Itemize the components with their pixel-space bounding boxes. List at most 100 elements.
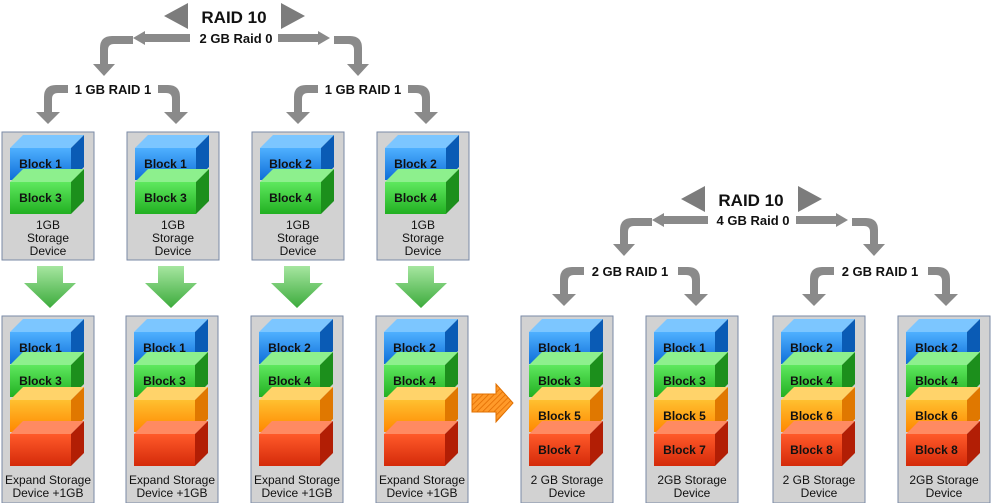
block-top (135, 135, 209, 148)
block-side (195, 352, 208, 397)
block-side (842, 421, 855, 466)
block-top (260, 135, 334, 148)
block-label: Block 3 (663, 374, 706, 388)
block-side (71, 421, 84, 466)
block-green: Block 4 (385, 169, 459, 214)
device-caption: Storage (277, 231, 319, 245)
block-red: Block 8 (906, 421, 980, 466)
device-caption: 1GB (36, 218, 60, 232)
block-side (445, 387, 458, 432)
block-side (842, 387, 855, 432)
block-top (134, 352, 208, 365)
block-top (259, 352, 333, 365)
block-label: Block 4 (393, 374, 436, 388)
block-top (10, 421, 84, 434)
triangle-left-icon (681, 186, 705, 212)
device-caption: Expand Storage (129, 473, 215, 487)
device-caption: Device (801, 486, 838, 500)
block-front (135, 182, 196, 214)
block-top (529, 352, 603, 365)
block-side (320, 352, 333, 397)
device-caption: 1GB (411, 218, 435, 232)
mirror-arrow-left-1 (36, 85, 68, 124)
block-side (71, 387, 84, 432)
block-red (259, 421, 333, 466)
block-red (134, 421, 208, 466)
block-green: Block 4 (260, 169, 334, 214)
block-top (654, 421, 728, 434)
left-tree: RAID 10 2 GB Raid 0 1 GB RAID 1 1 GB RAI… (36, 3, 438, 124)
block-top (259, 319, 333, 332)
block-top (384, 319, 458, 332)
device-caption: Storage (402, 231, 444, 245)
block-top (781, 319, 855, 332)
block-label: Block 1 (538, 341, 581, 355)
block-side (446, 169, 459, 214)
block-top (385, 169, 459, 182)
device-caption: Device +1GB (12, 486, 83, 500)
mirror-arrow-right-2 (408, 85, 438, 124)
block-top (654, 352, 728, 365)
block-side (196, 135, 209, 180)
triangle-right-icon (281, 3, 305, 29)
device-caption: Device +1GB (386, 486, 457, 500)
block-label: Block 3 (19, 374, 62, 388)
left-group-label-2: 1 GB RAID 1 (325, 82, 402, 97)
device-caption: 1GB (286, 218, 310, 232)
block-front (10, 182, 71, 214)
block-side (842, 352, 855, 397)
block-label: Block 3 (19, 191, 62, 205)
device-caption: Device (155, 244, 192, 258)
block-top (10, 387, 84, 400)
device-caption: 1GB (161, 218, 185, 232)
bend-arrow-left (93, 36, 133, 76)
block-top (10, 135, 84, 148)
block-top (10, 352, 84, 365)
block-label: Block 5 (538, 409, 581, 423)
block-side (195, 387, 208, 432)
block-top (906, 352, 980, 365)
block-side (590, 387, 603, 432)
block-top (385, 135, 459, 148)
block-label: Block 6 (790, 409, 833, 423)
left-group-label-1: 1 GB RAID 1 (75, 82, 152, 97)
block-label: Block 6 (915, 409, 958, 423)
block-front (259, 434, 320, 466)
block-side (71, 352, 84, 397)
device-caption: Expand Storage (5, 473, 91, 487)
block-side (320, 421, 333, 466)
block-green: Block 3 (135, 169, 209, 214)
block-red: Block 7 (529, 421, 603, 466)
mirror-arrow-right-1 (678, 267, 708, 306)
block-side (967, 421, 980, 466)
device-caption: Expand Storage (379, 473, 465, 487)
block-side (590, 352, 603, 397)
block-label: Block 1 (19, 341, 62, 355)
right-group-label-1: 2 GB RAID 1 (592, 264, 669, 279)
block-side (715, 421, 728, 466)
block-top (134, 421, 208, 434)
triangle-left-icon (164, 3, 188, 29)
split-arrow-right (278, 31, 330, 45)
block-top (529, 387, 603, 400)
mirror-arrow-right-2 (928, 267, 958, 306)
block-side (967, 387, 980, 432)
block-label: Block 4 (269, 191, 312, 205)
block-side (321, 169, 334, 214)
block-label: Block 2 (393, 341, 436, 355)
block-top (384, 421, 458, 434)
block-label: Block 8 (915, 443, 958, 457)
device-caption: Storage (27, 231, 69, 245)
block-front (529, 434, 590, 466)
block-label: Block 3 (144, 191, 187, 205)
